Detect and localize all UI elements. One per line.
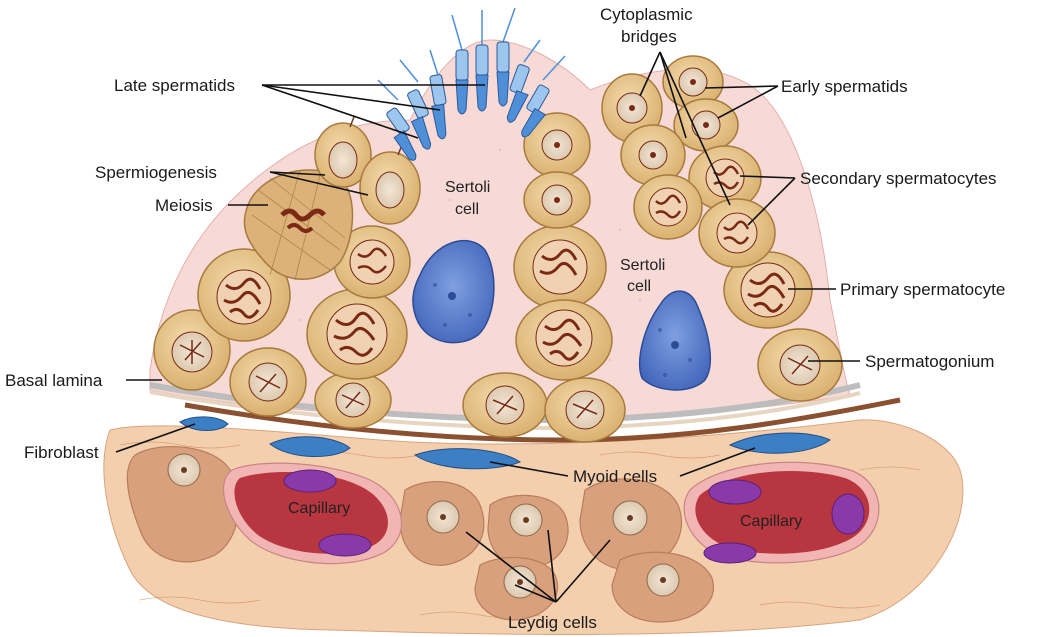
capillary-right-label: Capillary — [740, 513, 802, 530]
sertoli-cell-label-2-line2: cell — [627, 278, 651, 295]
early-spermatid-cell — [523, 171, 591, 229]
label-spermiogenesis: Spermiogenesis — [95, 163, 217, 182]
leader-lines — [115, 51, 860, 603]
label-meiosis: Meiosis — [155, 196, 213, 215]
capillary-right: Capillary — [683, 461, 880, 564]
spermiogenesis-cell — [314, 116, 372, 188]
primary-spermatocyte-cell — [723, 251, 813, 329]
germ-cells — [153, 55, 843, 443]
spermiogenesis-cell — [359, 144, 421, 225]
leydig-cell — [399, 481, 485, 566]
label-leydig-cells: Leydig cells — [508, 613, 597, 632]
primary-spermatocyte-cell — [306, 288, 408, 380]
spermatogonium-cell — [229, 347, 307, 417]
myoid-cell — [269, 436, 351, 457]
leydig-cells-group — [126, 445, 715, 623]
late-spermatid — [521, 55, 566, 138]
primary-spermatocyte-cell — [333, 225, 411, 299]
leydig-cell — [474, 556, 559, 621]
label-primary-spermatocyte: Primary spermatocyte — [840, 280, 1005, 299]
label-late-spermatids: Late spermatids — [114, 76, 235, 95]
early-spermatid-cell — [673, 98, 739, 152]
label-spermatogonium: Spermatogonium — [865, 352, 994, 371]
leydig-cell — [579, 478, 683, 571]
late-spermatid — [377, 79, 417, 161]
sertoli-cell-label-1-line1: Sertoli — [445, 179, 490, 196]
sertoli-nucleus-right — [638, 290, 711, 391]
late-spermatid — [475, 10, 489, 112]
late-spermatids-group — [377, 7, 566, 161]
late-spermatid — [399, 59, 432, 150]
late-spermatid — [506, 39, 541, 123]
label-myoid-cells: Myoid cells — [573, 467, 657, 486]
sertoli-nucleus-left — [412, 240, 495, 344]
capillary-left: Capillary — [223, 462, 402, 565]
label-cytoplasmic-bridges-line1: Cytoplasmic — [600, 5, 693, 24]
label-fibroblast: Fibroblast — [24, 443, 99, 462]
spermatogonium-cell — [314, 371, 392, 429]
late-spermatid — [429, 49, 447, 140]
leydig-cell — [126, 445, 240, 563]
spermatogonium-cell — [757, 328, 843, 402]
fibroblast-cell — [179, 416, 229, 431]
primary-spermatocyte-cell — [197, 248, 291, 342]
spermatogonium-cell — [153, 309, 231, 391]
sertoli-cell-label-1-line2: cell — [455, 201, 479, 218]
meiosis-cell — [243, 169, 354, 281]
myoid-cells-group — [179, 416, 831, 470]
primary-spermatocyte-cell — [515, 299, 613, 381]
label-early-spermatids: Early spermatids — [781, 77, 908, 96]
leydig-cell — [611, 551, 715, 623]
secondary-spermatocyte-cell — [688, 145, 762, 211]
sertoli-cell-label-2-line1: Sertoli — [620, 257, 665, 274]
late-spermatid — [451, 14, 469, 115]
early-spermatid-cell — [523, 112, 591, 178]
capillary-left-label: Capillary — [288, 500, 350, 517]
external-labels: Late spermatids Cytoplasmic bridges Earl… — [5, 5, 1005, 632]
myoid-cell — [413, 448, 522, 470]
basal-band — [184, 397, 901, 443]
secondary-spermatocyte-cell — [633, 174, 703, 240]
label-secondary-spermatocytes: Secondary spermatocytes — [800, 169, 997, 188]
label-cytoplasmic-bridges-line2: bridges — [621, 27, 677, 46]
spermatogonium-cell — [462, 372, 548, 438]
label-basal-lamina: Basal lamina — [5, 371, 103, 390]
primary-spermatocyte-cell — [513, 224, 607, 310]
late-spermatid — [496, 7, 516, 107]
spermatogonium-cell — [544, 377, 626, 443]
leydig-cell — [487, 494, 569, 569]
